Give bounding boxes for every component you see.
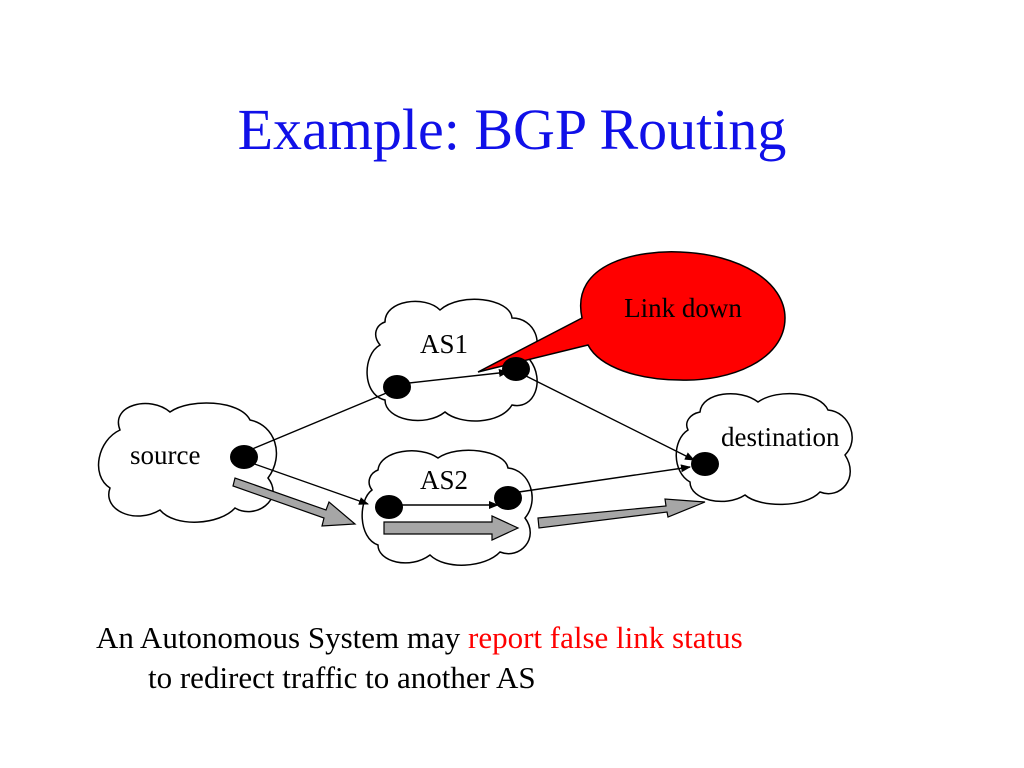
link-as2-to-destination (511, 464, 691, 494)
as1-router-egress (502, 357, 530, 381)
source-label: source (130, 440, 200, 470)
as1-router-ingress (383, 375, 411, 399)
traffic-arrow-1 (232, 477, 357, 527)
destination-router (691, 452, 719, 476)
link-source-to-as2 (245, 460, 369, 505)
as2-router-egress (494, 486, 522, 510)
as2-router-ingress (375, 495, 403, 519)
destination-cloud (675, 392, 853, 506)
source-cloud (97, 402, 278, 523)
traffic-arrow-3 (537, 498, 706, 529)
as2-cloud (361, 449, 533, 566)
caption-prefix: An Autonomous System may (96, 620, 469, 655)
slide-caption: An Autonomous System may report false li… (96, 618, 996, 698)
link-as1-to-destination (519, 372, 695, 461)
link-as1-internal (399, 369, 509, 385)
as2-label: AS2 (420, 465, 468, 495)
source-router (230, 445, 258, 469)
destination-label: destination (721, 422, 840, 452)
traffic-arrow-2 (383, 515, 520, 541)
link-down-callout (477, 251, 786, 381)
caption-line-2: to redirect traffic to another AS (148, 660, 536, 695)
as1-label: AS1 (420, 329, 468, 359)
link-source-to-as1 (244, 388, 397, 453)
link-down-label: Link down (624, 293, 742, 323)
slide-title: Example: BGP Routing (237, 97, 787, 162)
caption-highlight: report false link status (468, 620, 743, 655)
